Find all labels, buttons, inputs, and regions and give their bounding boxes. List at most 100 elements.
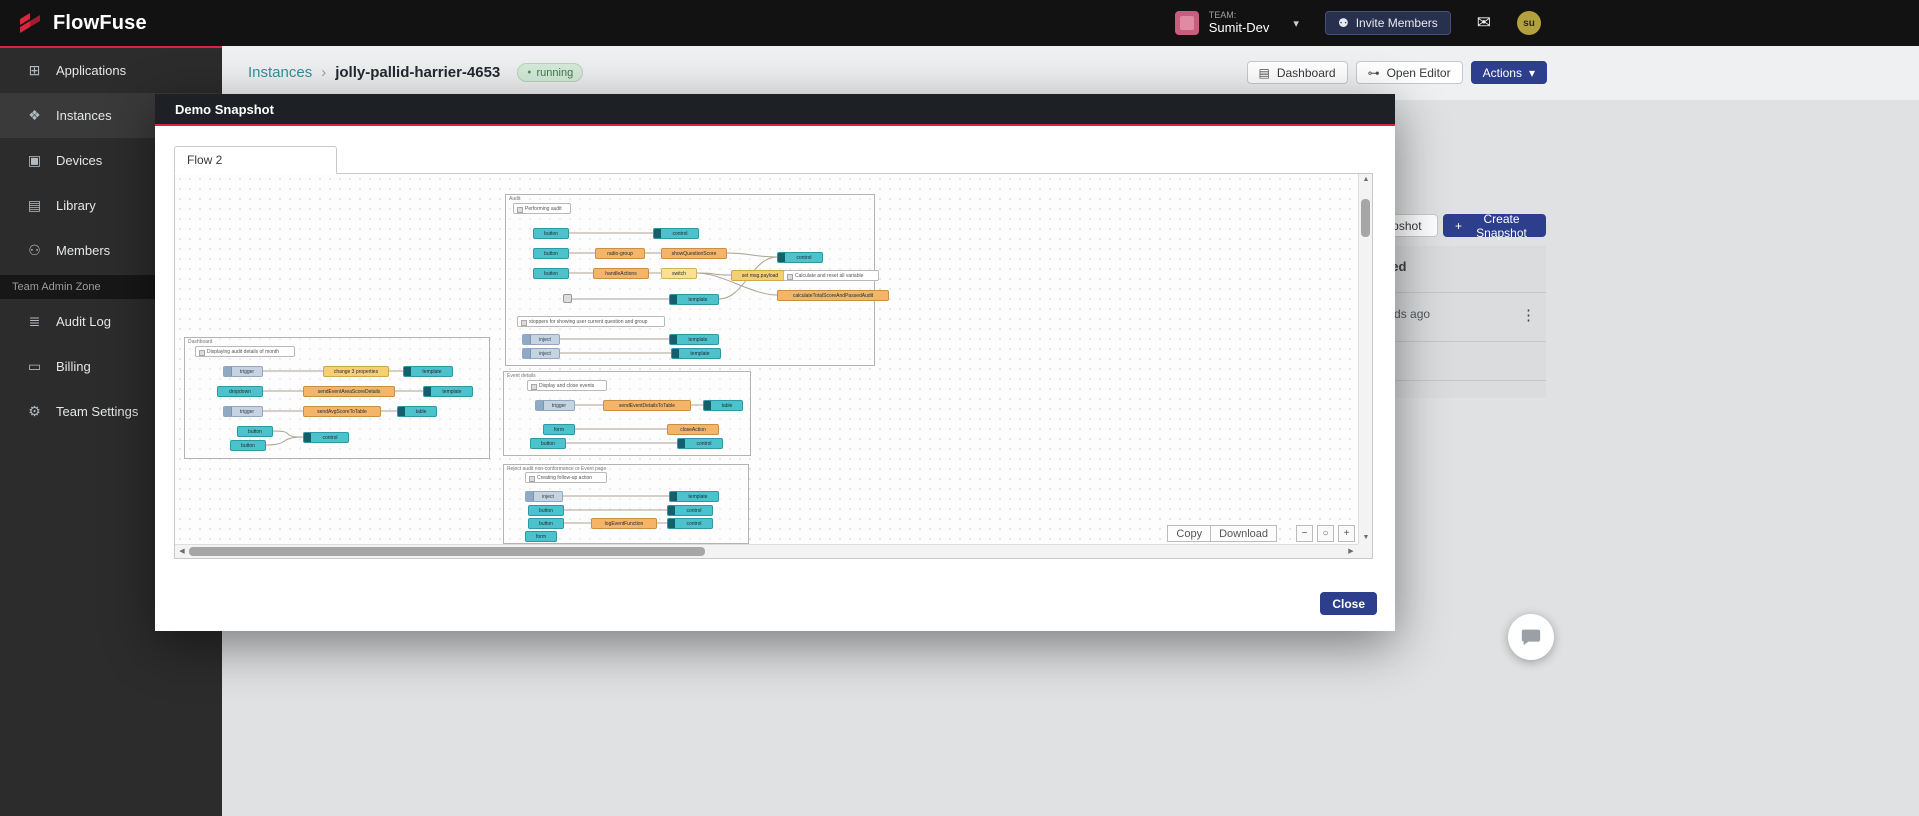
brand-name: FlowFuse (53, 11, 147, 34)
flow-node-sedt: sendEventDetailsToTable (603, 400, 691, 411)
flowfuse-logo[interactable]: FlowFuse (16, 9, 147, 37)
zoom-reset-button[interactable]: ○ (1317, 525, 1334, 542)
flow-node-comment: Creating follow-up action (525, 472, 607, 483)
scroll-left-icon[interactable]: ◀ (179, 548, 185, 555)
team-label: TEAM: (1208, 9, 1237, 20)
flow-node-sast: sendAvgScoreToTable (303, 406, 381, 417)
chevron-down-icon: ▾ (1293, 17, 1299, 30)
breadcrumb-instances-link[interactable]: Instances (248, 64, 313, 81)
settings-gear-icon: ⚙ (28, 403, 41, 419)
flow-node-ctl1: control (653, 228, 699, 239)
flow-node-tpl1: template (669, 294, 719, 305)
kebab-menu-icon[interactable]: ⋮ (1521, 307, 1536, 324)
flow-node-ctl4: control (677, 438, 723, 449)
sidebar-item-team-settings[interactable]: ⚙ Team Settings (0, 389, 222, 434)
devices-icon: ▣ (27, 152, 42, 168)
zoom-in-button[interactable]: + (1338, 525, 1355, 542)
sidebar-item-label: Applications (56, 63, 127, 78)
vertical-scrollbar[interactable]: ▲ ▼ (1358, 174, 1372, 544)
top-navbar: FlowFuse TEAM: Sumit-Dev ▾ ⚉ Invite Memb… (0, 0, 1919, 46)
audit-log-icon: ≣ (28, 313, 41, 329)
horizontal-scroll-thumb[interactable] (189, 547, 705, 556)
status-dot-icon: ● (527, 69, 532, 76)
flow-node-tpl3: template (671, 348, 721, 359)
flow-node-ctl2: control (777, 252, 823, 263)
demo-snapshot-modal: Demo Snapshot Flow 2 Copy Download − ○ +… (155, 94, 1395, 631)
sidebar-item-devices[interactable]: ▣ Devices (0, 138, 222, 183)
download-button[interactable]: Download (1211, 525, 1277, 542)
flow-node-lef: logEventFunction (591, 518, 657, 529)
flow-node-frm2: form (525, 531, 557, 542)
flow-node-tpl2: template (669, 334, 719, 345)
flow-node-inj3: inject (525, 491, 563, 502)
team-selector[interactable]: TEAM: Sumit-Dev ▾ (1174, 9, 1299, 35)
breadcrumb: Instances › jolly-pallid-harrier-4653 ● … (248, 63, 584, 82)
flow-node-b3: button (533, 268, 569, 279)
zoom-controls: − ○ + (1296, 525, 1355, 542)
flow-node-fn1: calculateTotalScoreAndPassedAudit (777, 290, 889, 301)
actions-chevron-icon: ▾ (1528, 65, 1535, 80)
sidebar-item-members[interactable]: ⚇ Members (0, 228, 222, 273)
status-badge: ● running (517, 63, 584, 82)
close-button[interactable]: Close (1320, 592, 1377, 615)
flow-node-comment: Calculate and reset all variable (783, 270, 879, 281)
modal-header: Demo Snapshot (155, 94, 1395, 126)
flow-node-ctl6: control (667, 518, 713, 529)
dashboard-button[interactable]: ▤ Dashboard (1246, 61, 1348, 84)
flow-node-trg1: trigger (223, 366, 263, 377)
flow-node-comment: Performing audit (513, 203, 571, 214)
actions-button[interactable]: Actions ▾ (1470, 61, 1547, 84)
flow-node-ctl5: control (667, 505, 713, 516)
navbar-right: TEAM: Sumit-Dev ▾ ⚉ Invite Members ✉ su (1174, 9, 1541, 35)
flow-node-comment: stoppers for showing user current questi… (517, 316, 665, 327)
status-label: running (536, 66, 574, 79)
instance-page-header: Instances › jolly-pallid-harrier-4653 ● … (222, 46, 1919, 100)
copy-button[interactable]: Copy (1167, 525, 1212, 542)
flow-node-b5: button (230, 440, 266, 451)
sidebar-item-label: Audit Log (56, 314, 111, 329)
sidebar-item-label: Members (56, 243, 111, 258)
flow-node-chg: change 3 properties (323, 366, 389, 377)
flow-node-b8: button (528, 518, 564, 529)
flow-node-smp: set msg.payload (731, 270, 789, 281)
flow-node-ca: closeAction (667, 424, 719, 435)
sidebar-item-applications[interactable]: ⊞ Applications (0, 48, 222, 93)
invite-members-button[interactable]: ⚉ Invite Members (1324, 11, 1451, 35)
open-editor-label: Open Editor (1386, 65, 1451, 80)
scroll-right-icon[interactable]: ▶ (1348, 548, 1354, 555)
tab-flow-2[interactable]: Flow 2 (174, 146, 337, 174)
library-icon: ▤ (27, 197, 42, 213)
team-name: Sumit-Dev (1208, 19, 1270, 35)
flowfuse-logo-icon (20, 13, 40, 33)
flow-node-ctl3: control (303, 432, 349, 443)
flow-node-seas: sendEventAreaScoreDetails (303, 386, 395, 397)
flow-node-ha: handleActions (593, 268, 649, 279)
open-editor-button[interactable]: ⊶ Open Editor (1355, 61, 1463, 84)
actions-label: Actions (1482, 65, 1522, 80)
sidebar-item-label: Instances (56, 108, 112, 123)
scroll-down-icon[interactable]: ▼ (1362, 534, 1370, 541)
members-icon: ⚇ (28, 242, 41, 258)
sidebar-item-label: Devices (56, 153, 103, 168)
user-avatar[interactable]: su (1517, 11, 1541, 35)
zoom-out-button[interactable]: − (1296, 525, 1313, 542)
vertical-scroll-thumb[interactable] (1361, 199, 1370, 237)
flow-node-comment: Display and close events (527, 380, 607, 391)
flow-node-link1 (563, 294, 572, 303)
sidebar-item-billing[interactable]: ▭ Billing (0, 344, 222, 389)
instances-icon: ❖ (28, 107, 41, 123)
horizontal-scrollbar[interactable]: ◀ ▶ (175, 544, 1358, 558)
mail-icon[interactable]: ✉ (1476, 13, 1491, 32)
sidebar-item-library[interactable]: ▤ Library (0, 183, 222, 228)
flow-node-sqs: showQuestionScore (661, 248, 727, 259)
scrollbar-corner (1358, 544, 1372, 558)
flow-node-b4: button (237, 426, 273, 437)
flow-node-b2: button (533, 248, 569, 259)
scroll-up-icon[interactable]: ▲ (1362, 176, 1370, 183)
sidebar-item-audit-log[interactable]: ≣ Audit Log (0, 299, 222, 344)
flow-node-tbl2: table (703, 400, 743, 411)
chat-widget-button[interactable] (1508, 614, 1554, 660)
create-snapshot-button[interactable]: + Create Snapshot (1443, 212, 1546, 240)
